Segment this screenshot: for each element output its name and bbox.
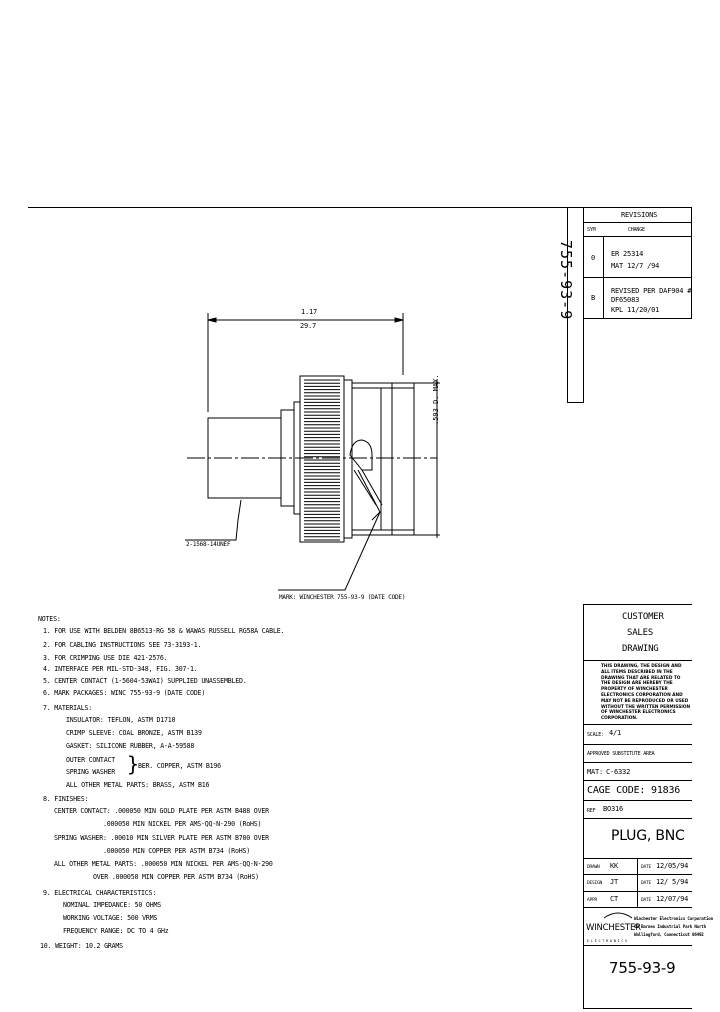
note-7c: GASKET: SILICONE RUBBER, A-A-59588 bbox=[66, 742, 195, 750]
revisions-row-line bbox=[584, 277, 692, 278]
note-8c: SPRING WASHER: .00010 MIN SILVER PLATE P… bbox=[54, 834, 269, 842]
revision-1-line2: DF65083 bbox=[611, 296, 640, 304]
note-8b: .000050 MIN NICKEL PER AMS-QQ-N-290 (RoH… bbox=[103, 820, 262, 828]
sign-role-1: DESIGN bbox=[587, 881, 603, 886]
note-6: 6. MARK PACKAGES: WINC 755-93-9 (DATE CO… bbox=[43, 689, 206, 697]
tb-line-4 bbox=[583, 744, 692, 745]
sign-date-0: 12/05/94 bbox=[656, 862, 689, 870]
dim-length: 1.17 bbox=[301, 308, 318, 316]
brace: } bbox=[127, 752, 140, 776]
revision-1-line3: KPL 11/20/01 bbox=[611, 306, 660, 314]
note-1: 1. FOR USE WITH BELDEN 8B6513-RG 58 & WA… bbox=[43, 627, 285, 635]
note-9a: NOMINAL IMPEDANCE: 50 OHMS bbox=[63, 901, 162, 909]
revisions-title-line bbox=[584, 222, 692, 223]
note-7: 7. MATERIALS: bbox=[43, 704, 93, 712]
note-8a: CENTER CONTACT: .000050 MIN GOLD PLATE P… bbox=[54, 807, 269, 815]
tb-line-3 bbox=[583, 724, 692, 725]
sign-who-2: CT bbox=[610, 895, 619, 903]
customer-line-1: CUSTOMER bbox=[622, 612, 664, 622]
ref-value: BO316 bbox=[603, 805, 624, 813]
customer-line-3: DRAWING bbox=[622, 644, 659, 654]
company-sub: E L E C T R O N I C S bbox=[587, 939, 628, 943]
frame-right-bottom-line bbox=[583, 1008, 692, 1009]
note-9: 9. ELECTRICAL CHARACTERISTICS: bbox=[43, 889, 157, 897]
note-2: 2. FOR CABLING INSTRUCTIONS SEE 73-3193-… bbox=[43, 641, 202, 649]
sign-date-1: 12/ 5/94 bbox=[656, 878, 689, 886]
sign-line-3 bbox=[583, 907, 692, 908]
drawing-number: 755-93-9 bbox=[609, 959, 676, 977]
company-logo-text: WINCHESTER bbox=[586, 923, 641, 933]
note-3: 3. FOR CRIMPING USE DIE 421-2576. bbox=[43, 654, 168, 662]
note-9b: WORKING VOLTAGE: 500 VRMS bbox=[63, 914, 158, 922]
revisions-header-line bbox=[584, 236, 692, 237]
note-10: 10. WEIGHT: 10.2 GRAMS bbox=[40, 942, 123, 950]
tb-line-2 bbox=[583, 660, 692, 661]
ref-label: REF bbox=[587, 808, 596, 814]
scale-value: 4/1 bbox=[609, 729, 622, 737]
revision-1-sym: B bbox=[591, 294, 596, 302]
sign-date-label-2: DATE bbox=[641, 898, 652, 903]
mat-label: MAT: bbox=[587, 768, 604, 776]
customer-line-2: SALES bbox=[627, 628, 654, 638]
sign-who-1: JT bbox=[610, 878, 619, 886]
note-8f: OVER .000050 MIN COPPER PER ASTM B734 (R… bbox=[93, 873, 259, 881]
revision-0-line1: ER 25314 bbox=[611, 250, 644, 258]
note-7b: CRIMP SLEEVE: COAL BRONZE, ASTM B139 bbox=[66, 729, 202, 737]
note-7d: OUTER CONTACT bbox=[66, 756, 116, 764]
note-7f: BER. COPPER, ASTM B196 bbox=[138, 762, 221, 770]
titleblock-left-line bbox=[583, 604, 584, 1008]
note-8d: .000050 MIN COPPER PER ASTM B734 (RoHS) bbox=[103, 847, 251, 855]
tb-line-5 bbox=[583, 762, 692, 763]
sign-divider bbox=[637, 858, 638, 907]
note-5: 5. CENTER CONTACT (1-5604-53WAI) SUPPLIE… bbox=[43, 677, 247, 685]
revisions-title: REVISIONS bbox=[621, 211, 658, 219]
mark-label: MARK: WINCHESTER 755-93-9 (DATE CODE) bbox=[279, 594, 406, 601]
sign-role-0: DRAWN bbox=[587, 865, 600, 870]
revision-0-sym: 0 bbox=[591, 254, 596, 262]
tb-line-7 bbox=[583, 800, 692, 801]
sign-date-label-0: DATE bbox=[641, 865, 652, 870]
company-address-1: Winchester Electronics Corporation bbox=[634, 916, 713, 921]
note-8: 8. FINISHES: bbox=[43, 795, 89, 803]
revisions-col-change: CHANGE bbox=[628, 227, 645, 233]
note-7g: ALL OTHER METAL PARTS: BRASS, ASTM B16 bbox=[66, 781, 210, 789]
company-address-3: Wallingford, Connecticut 06492 bbox=[634, 932, 704, 937]
revisions-block bbox=[584, 207, 692, 319]
revision-0-line2: MAT 12/7 /94 bbox=[611, 262, 660, 270]
proprietary-text: THIS DRAWING, THE DESIGN AND ALL ITEMS D… bbox=[601, 664, 691, 722]
note-8e: ALL OTHER METAL PARTS: .000050 MIN NICKE… bbox=[54, 860, 273, 868]
note-9c: FREQUENCY RANGE: DC TO 4 GHz bbox=[63, 927, 169, 935]
sign-role-2: APPR bbox=[587, 898, 598, 903]
approved-label: APPROVED SUBSTITUTE AREA bbox=[587, 751, 655, 757]
mat-value: C-6332 bbox=[606, 768, 631, 776]
tb-line-10 bbox=[583, 945, 692, 946]
sign-who-0: KK bbox=[610, 862, 619, 870]
notes-title: NOTES: bbox=[38, 615, 61, 623]
tb-line-top bbox=[583, 604, 692, 605]
revision-1-line1: REVISED PER DAF904 # bbox=[611, 287, 692, 295]
thread-label: 2-1568-14UNEF bbox=[186, 541, 231, 548]
dim-length-metric: 29.7 bbox=[300, 322, 317, 330]
note-7e: SPRING WASHER bbox=[66, 768, 116, 776]
tb-line-8 bbox=[583, 818, 692, 819]
cage-code: CAGE CODE: 91836 bbox=[587, 785, 681, 796]
note-4: 4. INTERFACE PER MIL-STD-348, FIG. 307-1… bbox=[43, 665, 198, 673]
tb-line-6 bbox=[583, 780, 692, 781]
company-address-2: 62 Barnes Industrial Park North bbox=[634, 924, 706, 929]
note-7a: INSULATOR: TEFLON, ASTM D1710 bbox=[66, 716, 176, 724]
sign-line-1 bbox=[583, 874, 692, 875]
frame-top-line bbox=[28, 207, 692, 208]
revisions-col-sym: SYM bbox=[587, 227, 596, 233]
drawing-title: PLUG, BNC bbox=[611, 828, 685, 844]
scale-label: SCALE: bbox=[587, 732, 604, 738]
sign-date-label-1: DATE bbox=[641, 881, 652, 886]
sign-date-2: 12/07/94 bbox=[656, 895, 689, 903]
sign-line-2 bbox=[583, 891, 692, 892]
part-number-strip bbox=[567, 207, 584, 403]
